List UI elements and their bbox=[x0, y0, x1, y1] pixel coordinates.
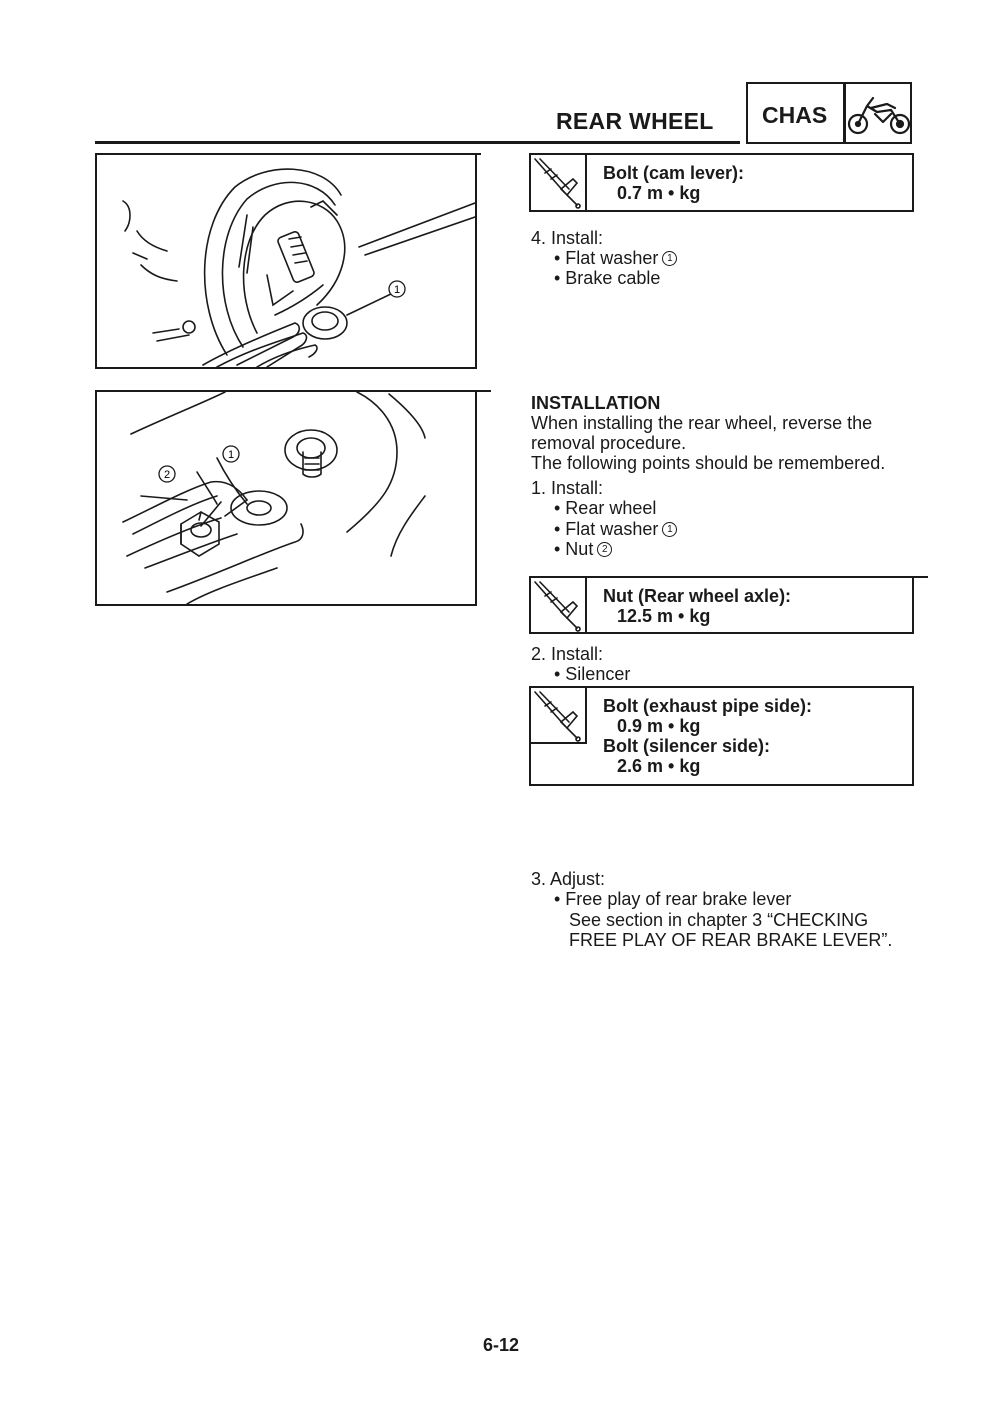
installation-heading: INSTALLATION bbox=[531, 393, 661, 413]
ref-marker: 1 bbox=[662, 521, 678, 537]
callout-2: 2 bbox=[158, 465, 176, 483]
axle-nut-illustration: 2 1 bbox=[122, 392, 426, 604]
step-3-note-line: FREE PLAY OF REAR BRAKE LEVER”. bbox=[569, 930, 893, 950]
torque-spec-line: Nut (Rear wheel axle): bbox=[603, 586, 792, 606]
section-title: REAR WHEEL bbox=[556, 108, 714, 134]
step-1-label: 1. Install: bbox=[531, 478, 604, 498]
brake-shoe-illustration: 1 bbox=[122, 168, 475, 367]
brake-shoe-figure: 1 bbox=[95, 153, 477, 369]
step-3-note-line: See section in chapter 3 “CHECKING bbox=[569, 910, 869, 930]
torque-wrench-icon bbox=[531, 688, 587, 744]
svg-text:1: 1 bbox=[394, 284, 400, 296]
installation-intro-line: When installing the rear wheel, reverse … bbox=[531, 413, 873, 433]
step-1-item-rear-wheel: • Rear wheel bbox=[554, 498, 657, 518]
torque-spec-value: 0.9 m • kg bbox=[617, 716, 701, 736]
step-4-label: 4. Install: bbox=[531, 228, 604, 248]
step-2-item-silencer: • Silencer bbox=[554, 664, 631, 684]
axle-nut-figure: 2 1 bbox=[95, 390, 477, 606]
torque-wrench-icon bbox=[531, 578, 587, 632]
torque-spec-line: Bolt (exhaust pipe side): bbox=[603, 696, 813, 716]
torque-spec-box-axle-nut: Nut (Rear wheel axle): 12.5 m • kg bbox=[529, 576, 914, 634]
step-2-label: 2. Install: bbox=[531, 644, 604, 664]
step-4-item-brake-cable: • Brake cable bbox=[554, 268, 661, 288]
svg-text:1: 1 bbox=[228, 449, 234, 461]
callout-1: 1 bbox=[222, 445, 240, 463]
figure-edge-tick bbox=[477, 390, 491, 392]
torque-spec-line: Bolt (silencer side): bbox=[603, 736, 771, 756]
ref-marker: 1 bbox=[662, 250, 678, 266]
torque-spec-box-exhaust: Bolt (exhaust pipe side): 0.9 m • kg Bol… bbox=[529, 686, 914, 786]
chapter-tab: CHAS bbox=[746, 82, 912, 144]
callout-1: 1 bbox=[388, 280, 406, 298]
step-3-label: 3. Adjust: bbox=[531, 869, 606, 889]
installation-intro-line: removal procedure. bbox=[531, 433, 687, 453]
chapter-code: CHAS bbox=[762, 102, 828, 128]
header-rule bbox=[95, 141, 740, 144]
svg-text:2: 2 bbox=[164, 469, 170, 481]
motorcycle-icon bbox=[847, 96, 911, 135]
torque-spec-value: 0.7 m • kg bbox=[617, 183, 701, 203]
chapter-tab-divider bbox=[843, 84, 846, 142]
installation-intro-line: The following points should be remembere… bbox=[531, 453, 886, 473]
torque-spec-box-cam-lever: Bolt (cam lever): 0.7 m • kg bbox=[529, 153, 914, 212]
torque-spec-value: 12.5 m • kg bbox=[617, 606, 711, 626]
ref-marker: 2 bbox=[597, 541, 613, 557]
box-edge-tick bbox=[914, 576, 928, 578]
figure-edge-tick bbox=[477, 153, 481, 155]
torque-wrench-icon bbox=[531, 155, 587, 210]
page-number: 6-12 bbox=[483, 1335, 520, 1355]
torque-spec-line: Bolt (cam lever): bbox=[603, 163, 745, 183]
step-3-item-free-play: • Free play of rear brake lever bbox=[554, 889, 792, 909]
torque-spec-value: 2.6 m • kg bbox=[617, 756, 701, 776]
